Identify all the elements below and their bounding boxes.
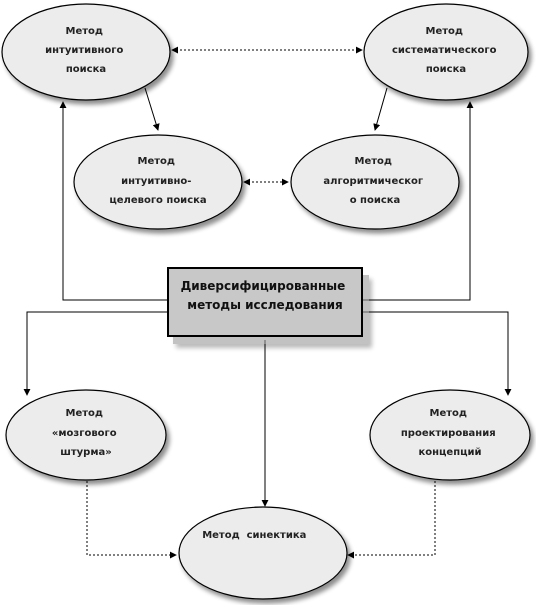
node-intuitive-line-1: Метод xyxy=(66,26,103,37)
node-concept-design-line-2: проектирования xyxy=(401,428,496,439)
node-algorithmic-line-3: о поиска xyxy=(350,195,401,206)
node-intuitive-targeted-shape xyxy=(73,134,243,230)
node-intuitive-targeted: Метод интуитивно- целевого поиска xyxy=(73,134,243,230)
node-algorithmic-shape xyxy=(290,134,460,230)
svg-text:Диверсифицированные мето: Диверсифицированные методы исследования xyxy=(181,279,350,312)
svg-text:Метод систематического: Метод систематического поиска xyxy=(392,26,500,75)
node-concept-design-line-3: концепций xyxy=(418,447,481,458)
node-brainstorm-line-1: Метод xyxy=(66,408,103,419)
node-brainstorm-shape xyxy=(5,389,167,481)
node-synectics: Метод синектика xyxy=(178,506,348,600)
center-node-line-2: методы исследования xyxy=(187,298,342,312)
node-intuitive-targeted-line-1: Метод xyxy=(138,156,175,167)
svg-text:Метод интуитивно-: Метод интуитивно- целевого поиска xyxy=(109,156,206,206)
node-intuitive-line-3: поиска xyxy=(66,64,106,75)
connector-center-to-systematic xyxy=(362,101,474,301)
connectors xyxy=(23,46,512,559)
node-concept-design-line-1: Метод xyxy=(430,408,467,419)
connector-concepts-to-synectics xyxy=(347,481,436,559)
svg-text:Метод синектика: Метод синектика xyxy=(202,530,306,541)
node-algorithmic: Метод алгоритмическог о поиска xyxy=(290,134,460,230)
node-synectics-shape xyxy=(178,506,348,600)
connector-center-to-intuitive xyxy=(59,101,168,301)
node-intuitive-line-2: интуитивного xyxy=(45,45,123,56)
node-systematic-line-2: систематического xyxy=(392,45,497,56)
connector-center-to-concepts xyxy=(362,311,512,396)
node-algorithmic-line-2: алгоритмическог xyxy=(323,176,423,187)
node-intuitive-targeted-line-2: интуитивно- xyxy=(121,176,191,187)
center-node: Диверсифицированные методы исследования xyxy=(167,267,369,344)
node-systematic: Метод систематического поиска xyxy=(363,3,529,101)
node-intuitive: Метод интуитивного поиска xyxy=(1,3,171,101)
node-intuitive-shape xyxy=(1,3,171,101)
connector-systematic-to-algorithmic xyxy=(373,87,388,131)
svg-text:Метод проектирования: Метод проектирования концепций xyxy=(401,408,499,458)
node-concept-design: Метод проектирования концепций xyxy=(369,389,531,481)
center-node-box xyxy=(167,267,363,337)
node-systematic-line-1: Метод xyxy=(426,26,463,37)
svg-text:Метод «мозгового ш: Метод «мозгового штурма» xyxy=(52,408,120,458)
connector-brainstorm-to-synectics xyxy=(86,481,177,559)
svg-text:Метод интуитивного: Метод интуитивного поиска xyxy=(45,26,127,75)
node-brainstorm: Метод «мозгового штурма» xyxy=(5,389,167,481)
node-algorithmic-line-1: Метод xyxy=(355,156,392,167)
connector-center-to-brainstorm xyxy=(23,311,168,396)
svg-text:Метод алгоритмическог: Метод алгоритмическог о поиска xyxy=(323,156,426,206)
node-systematic-shape xyxy=(363,3,529,101)
center-node-line-1: Диверсифицированные xyxy=(181,279,346,293)
node-brainstorm-line-2: «мозгового xyxy=(52,428,117,439)
node-concept-design-shape xyxy=(369,389,531,481)
node-synectics-line-1: Метод синектика xyxy=(202,530,306,541)
node-brainstorm-line-3: штурма» xyxy=(60,447,111,458)
connector-intuitive-to-targeted xyxy=(144,87,160,131)
node-systematic-line-3: поиска xyxy=(426,64,466,75)
node-intuitive-targeted-line-3: целевого поиска xyxy=(109,195,206,206)
